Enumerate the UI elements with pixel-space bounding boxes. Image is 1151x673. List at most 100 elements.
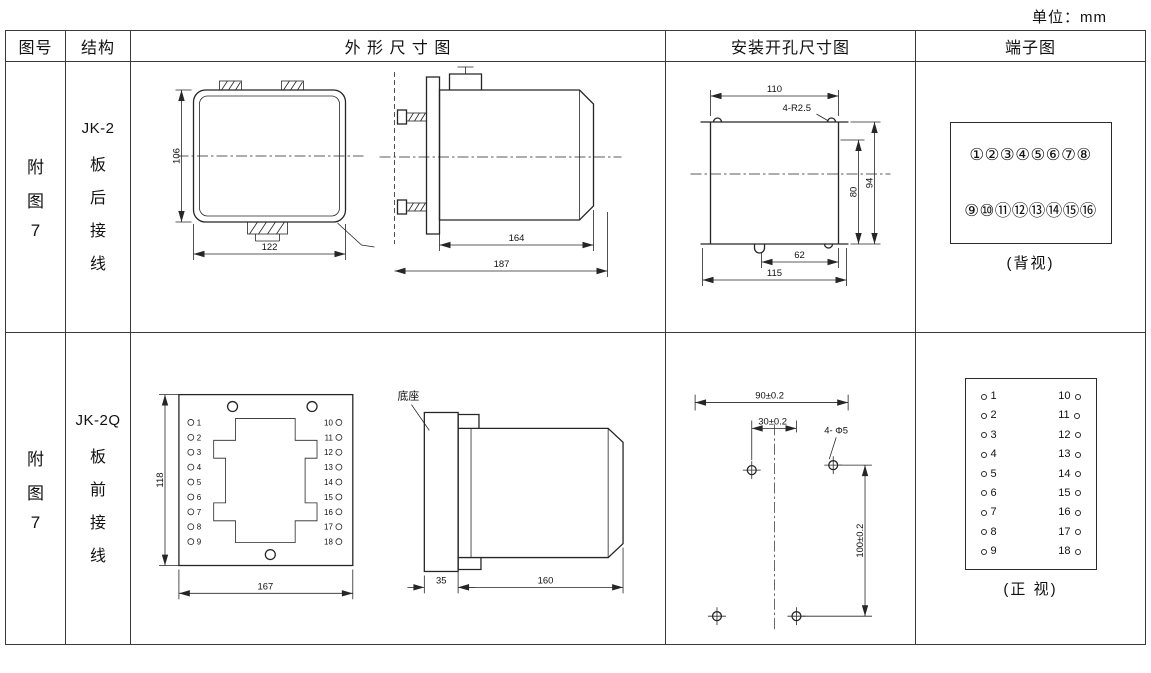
terminal-number: 1 xyxy=(990,390,997,402)
terminal-item: 1 xyxy=(980,390,997,402)
terminal-item: 17 xyxy=(1058,525,1081,538)
row1-structure: JK-2 板后接线 xyxy=(66,62,131,333)
terminal-number: 12 xyxy=(324,448,333,457)
terminal-number: 4 xyxy=(990,448,997,461)
terminal-number: 12 xyxy=(1058,428,1071,441)
terminal-item: 11 xyxy=(1058,410,1080,421)
terminal-circle-icon xyxy=(1074,509,1081,516)
terminal-number: 18 xyxy=(1058,545,1071,557)
mount-char: 后 xyxy=(89,190,106,207)
front-terminal-numbers-right: 10 11 12 13 14 15 16 17 18 xyxy=(324,418,343,547)
unit-label: 单位：mm xyxy=(1032,9,1107,26)
figure-char: 7 xyxy=(30,221,41,240)
terminal-circle-icon xyxy=(1074,451,1081,458)
dim-side-1: 80 xyxy=(849,187,860,198)
dim-side-2: 94 xyxy=(865,178,876,189)
terminal-circle-icon xyxy=(1074,490,1081,497)
terminal-number: 10 xyxy=(1058,390,1071,402)
view-label-front: (正 视) xyxy=(1003,581,1058,598)
figure-char: 附 xyxy=(27,158,44,177)
terminal-number: 16 xyxy=(1058,506,1071,519)
terminal-circle-icon xyxy=(1073,412,1080,419)
mount-char: 板 xyxy=(89,157,106,174)
front-dimensions: 118 167 xyxy=(154,394,354,600)
side-dimensions: 164 187 xyxy=(394,210,608,277)
terminal-circle-icon xyxy=(1074,548,1081,555)
terminal-number: 6 xyxy=(197,493,202,502)
side-dimensions: 35 160 xyxy=(407,547,624,594)
terminal-number: 4 xyxy=(197,463,202,472)
model-label: JK-2 xyxy=(81,120,115,137)
terminal-circle-icon xyxy=(980,548,987,555)
side-view: 底座 xyxy=(398,389,624,573)
dim-body-depth: 160 xyxy=(538,574,554,585)
terminal-circle-icon xyxy=(1074,529,1081,536)
row2-outline-cell: 1 2 3 4 5 6 7 8 9 10 11 12 13 xyxy=(131,333,666,644)
mount-char: 线 xyxy=(89,547,106,565)
dim-bottom-2: 115 xyxy=(767,268,782,279)
terminal-number: 6 xyxy=(990,486,997,499)
terminal-item: 12 xyxy=(1058,428,1081,441)
terminal-number: 15 xyxy=(324,493,333,502)
terminal-circle-icon xyxy=(980,509,987,516)
dim-total-depth: 187 xyxy=(494,259,510,270)
front-dimensions: 106 122 xyxy=(172,89,346,260)
terminal-circle-icon xyxy=(980,393,987,400)
mount-type: 板后接线 xyxy=(90,151,106,274)
row1-terminal-cell: ①②③④⑤⑥⑦⑧ ⑨⑩⑪⑫⑬⑭⑮⑯ (背视) xyxy=(916,62,1145,333)
terminal-number: 7 xyxy=(990,506,997,519)
terminal-number: 8 xyxy=(990,525,997,538)
dim-cutout-width: 110 xyxy=(767,84,782,95)
dim-base-depth: 35 xyxy=(436,574,446,585)
terminal-row-9-16: ⑨⑩⑪⑫⑬⑭⑮⑯ xyxy=(964,201,1097,220)
terminal-number: 1 xyxy=(197,418,202,427)
figure-char: 7 xyxy=(30,512,41,532)
row2-install-cell: 90±0.2 30±0.2 4- Φ5 100±0.2 xyxy=(666,333,916,644)
mount-char: 接 xyxy=(89,514,106,532)
figure-char: 图 xyxy=(27,192,44,211)
terminal-item: 18 xyxy=(1058,545,1081,557)
dim-case-width: 122 xyxy=(262,242,278,253)
terminal-row-1-8: ①②③④⑤⑥⑦⑧ xyxy=(969,145,1092,164)
mount-char: 线 xyxy=(89,256,106,273)
header-install-drawing: 安装开孔尺寸图 xyxy=(666,31,916,62)
terminal-item: 2 xyxy=(980,409,997,422)
header-figure-no: 图号 xyxy=(6,31,66,62)
terminal-number: 13 xyxy=(1058,448,1071,461)
dim-bottom-1: 62 xyxy=(794,250,805,261)
mount-char: 接 xyxy=(89,223,106,240)
hole-radius-note: 4-R2.5 xyxy=(783,103,812,114)
terminal-circle-icon xyxy=(1074,393,1081,400)
header-structure: 结构 xyxy=(66,31,131,62)
terminal-number: 10 xyxy=(324,418,333,427)
dim-front-width: 167 xyxy=(257,580,273,591)
terminal-number: 17 xyxy=(1058,525,1071,538)
terminal-number: 13 xyxy=(324,463,333,472)
terminal-number: 7 xyxy=(197,508,202,517)
terminal-number: 18 xyxy=(324,538,333,547)
terminal-item: 16 xyxy=(1058,506,1081,519)
terminal-number: 16 xyxy=(324,508,333,517)
front-view xyxy=(177,80,375,248)
mount-type: 板前接线 xyxy=(90,443,106,566)
terminal-number: 9 xyxy=(990,545,997,557)
view-label-rear: (背视) xyxy=(1006,254,1055,272)
side-view xyxy=(379,66,622,244)
terminal-number: 9 xyxy=(197,538,202,547)
terminal-number: 3 xyxy=(197,448,202,457)
terminal-item: 13 xyxy=(1058,448,1081,461)
base-label: 底座 xyxy=(398,389,420,403)
terminal-number: 2 xyxy=(990,409,997,422)
row2-structure: JK-2Q 板前接线 xyxy=(66,333,131,644)
terminal-circle-icon xyxy=(980,490,987,497)
terminal-circle-icon xyxy=(980,471,987,477)
dim-hole-offset: 30±0.2 xyxy=(758,415,787,426)
front-view: 1 2 3 4 5 6 7 8 9 10 11 12 13 xyxy=(178,393,354,567)
install-drawing-jk2q: 90±0.2 30±0.2 4- Φ5 100±0.2 xyxy=(694,390,872,630)
dim-hole-vertical: 100±0.2 xyxy=(854,524,865,558)
front-terminal-numbers-left: 1 2 3 4 5 6 7 8 9 xyxy=(187,418,202,547)
